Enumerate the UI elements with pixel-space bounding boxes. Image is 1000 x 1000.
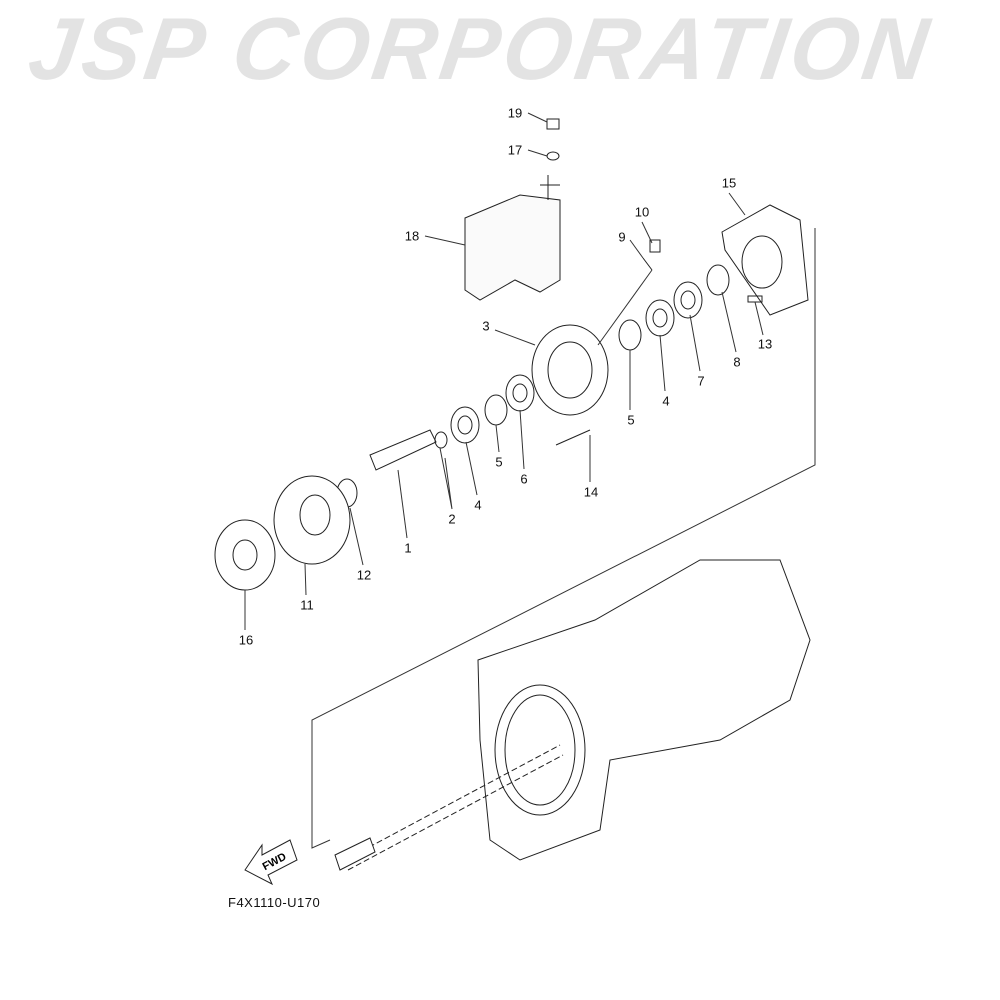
part-label-4: 4 [662,393,670,409]
part-11-coupler [273,475,351,565]
part-1-shaft [369,429,437,471]
part-label-6: 6 [520,471,528,487]
part-label-17: 17 [507,142,523,158]
part-8-seal [706,264,730,296]
part-10-cap [649,239,661,253]
part-label-9: 9 [618,229,626,245]
part-6-seal [505,374,535,412]
leader-lines [244,112,764,630]
part-5-circlip [484,394,508,426]
part-9-nipple [642,257,653,271]
part-18-cover [464,194,561,301]
drive-shaft [344,744,564,871]
fwd-arrow-icon [244,839,298,886]
part-label-12: 12 [356,567,372,583]
part-3-housing [531,324,609,416]
part-label-14: 14 [583,484,599,500]
part-label-4b: 4 [474,497,482,513]
diagram-code: F4X1110-U170 [228,895,321,910]
part-label-19: 19 [507,105,523,121]
part-7-bearing [673,281,703,319]
part-label-11: 11 [300,597,314,613]
part-17-washer [546,151,560,161]
drive-shaft-spline [334,837,376,871]
part-4-bearing [450,406,480,444]
part-15-cover [721,204,809,316]
part-14-bolt [555,429,591,446]
part-label-7: 7 [697,373,705,389]
part-label-8: 8 [733,354,741,370]
part-label-15: 15 [721,175,737,191]
part-label-5b: 5 [495,454,503,470]
part-16-damper [214,519,276,591]
part-19-bolt [546,118,560,130]
part-label-16: 16 [238,632,254,648]
part-label-10: 10 [634,204,650,220]
part-label-13: 13 [757,336,773,352]
part-18-bracket [540,175,560,200]
part-label-1: 1 [404,540,412,556]
part-label-18: 18 [404,228,420,244]
part-5-circlip-2 [618,319,642,351]
part-4-bearing-2 [645,299,675,337]
assembly-outline [311,228,816,849]
part-label-3: 3 [482,318,490,334]
part-2-ring [434,431,448,449]
part-label-5: 5 [627,412,635,428]
jet-pump-body [477,559,811,861]
part-label-2: 2 [448,511,456,527]
